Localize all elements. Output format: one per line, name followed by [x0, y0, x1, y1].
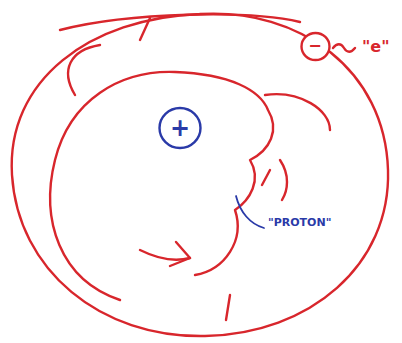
charge-sign: +	[170, 116, 190, 140]
cloud-stroke	[60, 14, 300, 30]
cloud-stroke	[265, 94, 330, 130]
proton-circle: +	[158, 106, 202, 150]
electron-label: "e"	[362, 37, 390, 56]
leader-line	[236, 196, 264, 228]
cloud-stroke	[262, 170, 270, 185]
cloud-stroke	[280, 160, 287, 200]
cloud-stroke	[226, 295, 230, 320]
wave-squiggle	[333, 44, 355, 52]
cloud-stroke	[140, 250, 190, 260]
cloud-stroke	[140, 18, 150, 40]
cloud-stroke	[68, 45, 100, 95]
outer-cloud	[12, 14, 388, 336]
proton-label: "PROTON"	[268, 216, 331, 229]
inner-swirl	[50, 72, 273, 300]
arrow-head	[170, 242, 190, 266]
charge-sign: −	[308, 38, 321, 54]
electron-circle: −	[300, 31, 331, 62]
